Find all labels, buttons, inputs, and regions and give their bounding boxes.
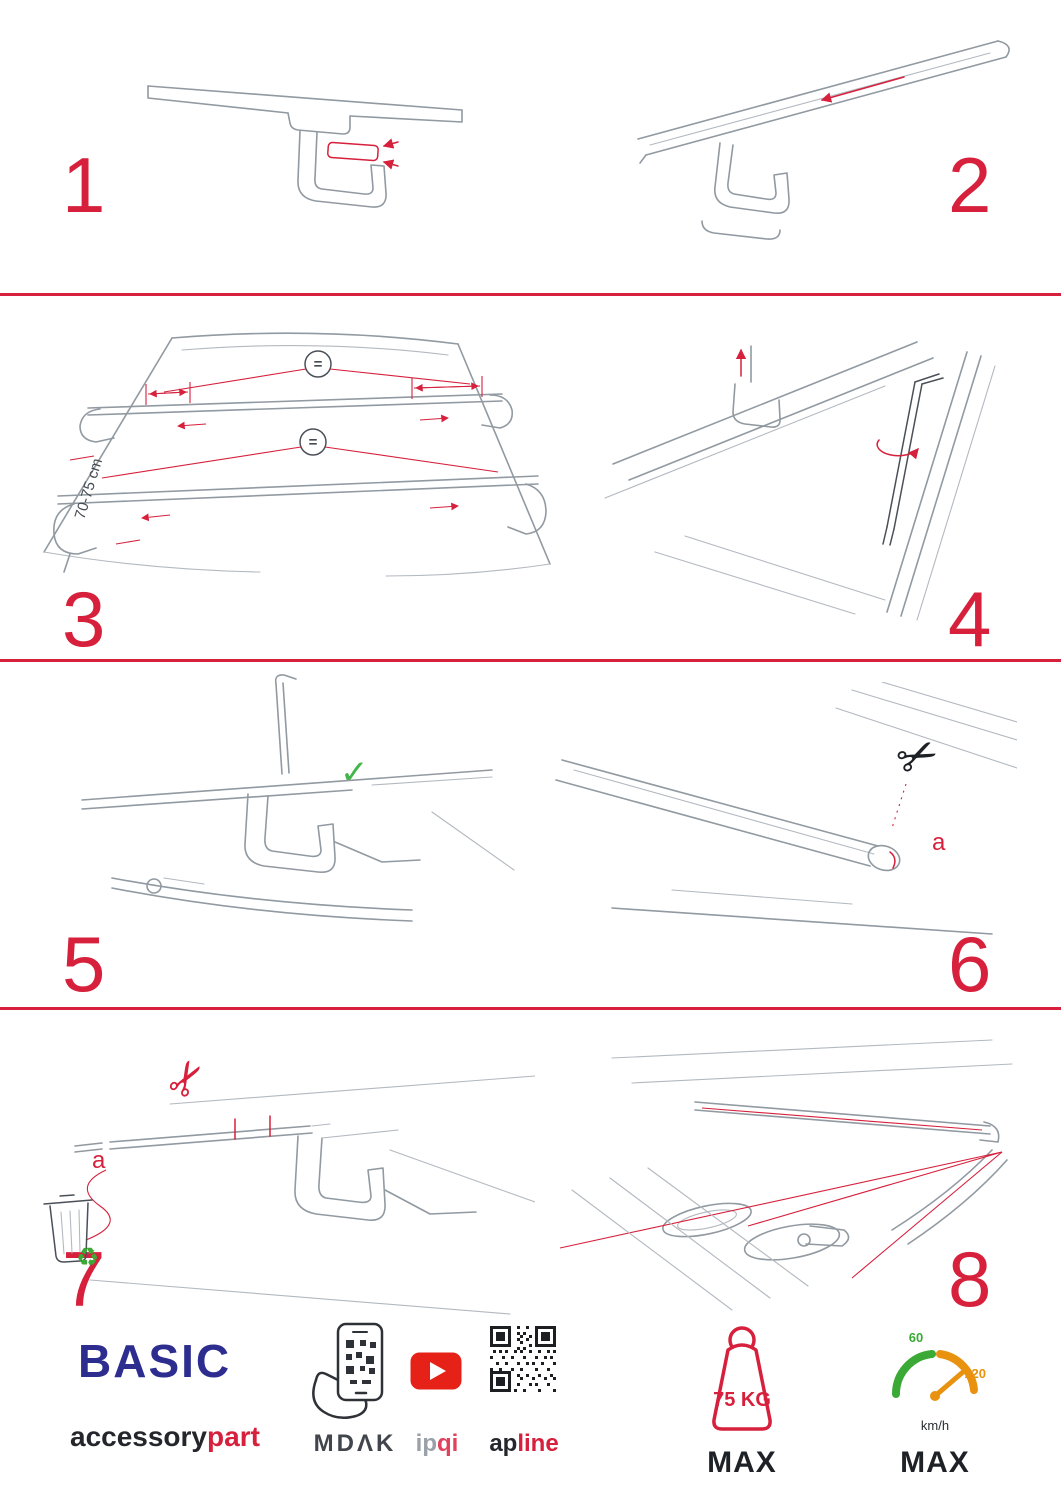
step-8-number: 8 [948,1235,992,1323]
partner-apline-dark: ap [489,1430,518,1457]
step-7-number: 7 [62,1235,106,1323]
speed-low-label: 60 [909,1330,923,1345]
step-5-number: 5 [62,920,106,1008]
recycle-icon: ♻ [76,1243,99,1273]
bar-distance-label: 70-75 cm [72,456,107,521]
cut-point-label: a [92,1147,106,1174]
scissors-icon: ✂ [888,723,948,791]
partner-ipqi: ipqi [404,1430,470,1458]
step-2-number: 2 [948,141,992,229]
cut-point-label: a [932,829,946,856]
step-7-illustration: ✂ a ♻ [43,1048,535,1315]
max-load-icon: 75 KG [712,1326,772,1431]
youtube-icon [410,1352,462,1390]
check-icon: ✓ [340,753,369,793]
equal-symbol: = [314,356,323,373]
brand-subtitle-red: part [207,1421,260,1452]
step-6-illustration: ✂ a [555,682,1017,935]
partner-apline-red: line [517,1430,559,1457]
speed-high-label: 120 [964,1366,986,1381]
equal-symbol: = [309,434,318,451]
step-3-illustration: = = 70-75 cm [43,332,551,577]
step-4-number: 4 [948,575,992,663]
step-3-number: 3 [62,575,106,663]
partner-mdak: MDΛK [313,1430,397,1457]
brand-subtitle: accessorypart [70,1421,260,1453]
max-speed-icon: 60 120 km/h [891,1330,986,1433]
max-load-label: MAX [707,1446,777,1479]
partner-apline: apline [478,1430,570,1458]
step-1-illustration [147,85,463,208]
brand-subtitle-dark: accessory [70,1421,208,1452]
phone-qr-scan-icon [312,1322,384,1420]
section-divider [0,1007,1061,1010]
section-divider [0,659,1061,662]
step-5-illustration: ✓ [81,674,515,922]
partner-ipqi-gray: ip [415,1430,437,1457]
qr-code [490,1326,556,1392]
max-load-value: 75 KG [713,1389,771,1411]
section-divider [0,293,1061,296]
step-8-illustration [559,1039,1013,1311]
scissors-icon: ✂ [154,1048,220,1108]
max-speed-label: MAX [900,1446,970,1479]
step-6-number: 6 [948,920,992,1008]
step-4-illustration [604,341,996,621]
speed-unit-label: km/h [921,1418,949,1433]
step-1-number: 1 [62,141,106,229]
brand-logo: BASIC [78,1335,232,1387]
step-2-illustration [637,40,1010,240]
partner-ipqi-red: qi [437,1430,459,1457]
